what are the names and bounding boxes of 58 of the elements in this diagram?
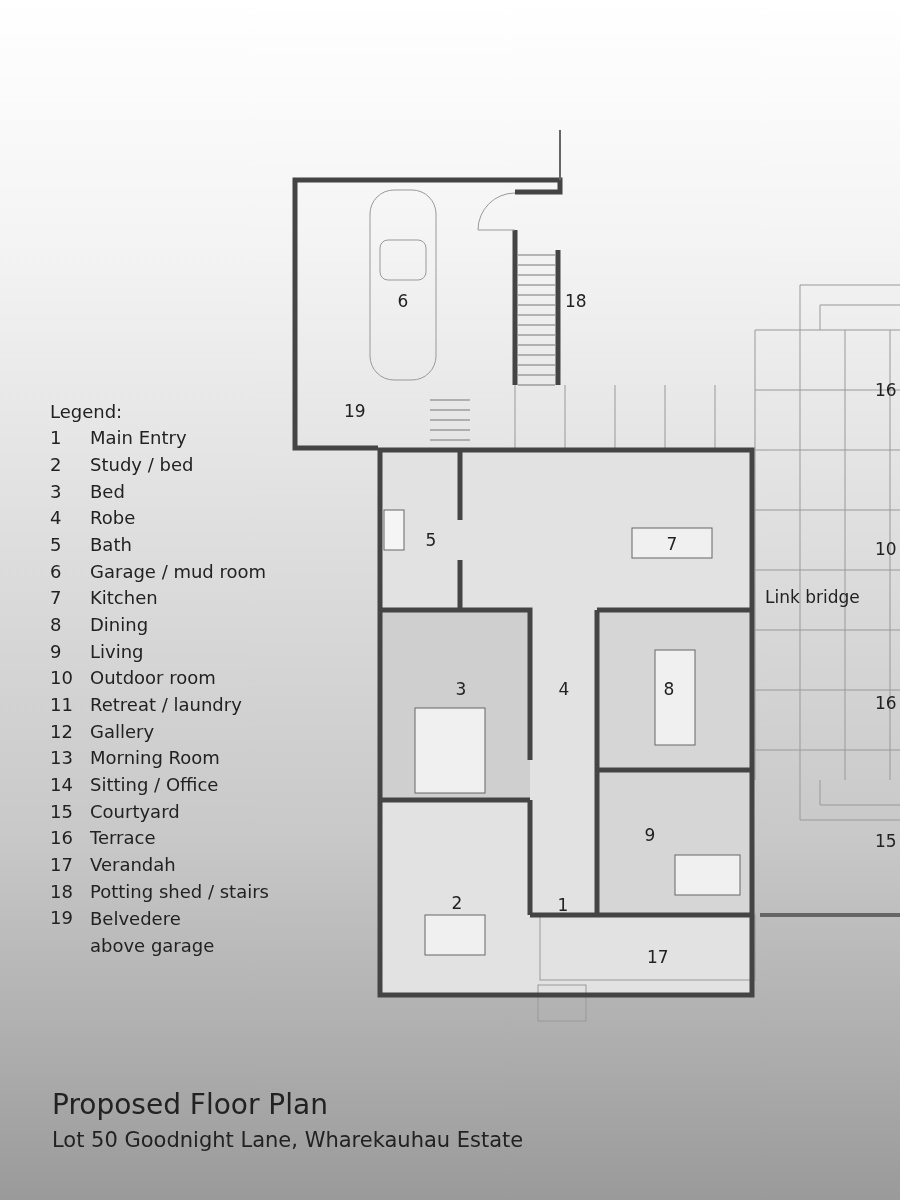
legend-number: 19: [50, 907, 73, 929]
legend-text: Garage / mud room: [90, 560, 267, 583]
legend-text: Kitchen: [90, 587, 158, 609]
legend-number: 8: [50, 613, 62, 636]
room-number: 1: [557, 894, 569, 916]
legend-heading: Legend:: [50, 401, 123, 423]
room-number: 17: [647, 946, 669, 968]
legend-number: 15: [50, 800, 73, 823]
room-number: 3: [455, 678, 467, 700]
room-number: 6: [397, 290, 409, 312]
legend-number: 17: [50, 853, 73, 876]
legend-number: 1: [50, 427, 62, 449]
legend-text: Bed: [90, 480, 125, 503]
legend-text: Verandah: [90, 853, 176, 876]
legend-number: 14: [50, 773, 73, 796]
legend-text: Terrace: [90, 827, 156, 849]
legend-text: Outdoor room: [90, 667, 216, 689]
legend-text: Main Entry: [90, 427, 187, 449]
legend-text: Sitting / Office: [90, 773, 219, 796]
room-number: 7: [666, 533, 678, 555]
room-label: Link bridge: [765, 586, 860, 608]
legend-number: 2: [50, 453, 62, 476]
room-number: 16: [875, 692, 897, 714]
legend-number: 5: [50, 533, 62, 556]
legend-text: Belvedere above garage: [90, 907, 216, 959]
room-number: 5: [425, 529, 437, 551]
legend-number: 9: [50, 640, 62, 663]
room-number: 16: [875, 379, 897, 401]
legend-text: Courtyard: [90, 800, 180, 823]
plan-subtitle: Lot 50 Goodnight Lane, Wharekauhau Estate: [52, 1128, 524, 1154]
legend-number: 7: [50, 587, 62, 609]
legend-text: Study / bed: [90, 453, 194, 476]
legend-text: Retreat / laundry: [90, 693, 242, 716]
legend-text: Dining: [90, 613, 149, 636]
legend-number: 16: [50, 827, 73, 849]
room-number: 9: [644, 824, 656, 846]
legend-number: 13: [50, 747, 73, 769]
legend-number: 10: [50, 667, 73, 689]
room-number: 2: [451, 892, 463, 914]
legend-text: Bath: [90, 533, 132, 556]
room-number: 15: [875, 830, 897, 852]
legend-text: Morning Room: [90, 747, 220, 769]
legend-number: 6: [50, 560, 62, 583]
legend-number: 18: [50, 880, 73, 903]
room-number: 4: [558, 678, 570, 700]
legend-number: 11: [50, 693, 73, 716]
room-number: 18: [565, 290, 587, 312]
legend-number: 4: [50, 507, 62, 529]
room-number: 8: [663, 678, 675, 700]
room-number: 10: [875, 538, 897, 560]
legend-text: Robe: [90, 507, 136, 529]
legend-text: Living: [90, 640, 144, 663]
legend-text: Potting shed / stairs: [90, 880, 269, 903]
plan-title: Proposed Floor Plan: [52, 1088, 328, 1122]
room-number: 19: [344, 400, 366, 422]
legend-number: 12: [50, 720, 73, 743]
legend-text: Gallery: [90, 720, 155, 743]
legend-number: 3: [50, 480, 62, 503]
